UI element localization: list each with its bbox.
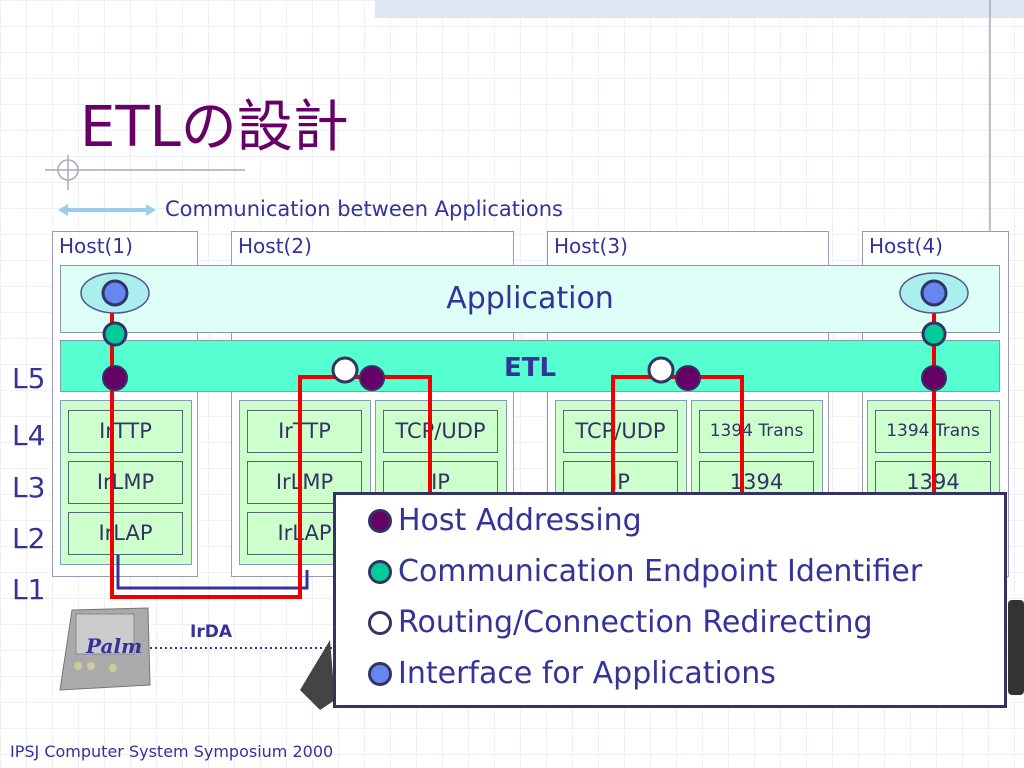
etl-layer: ETL bbox=[60, 340, 1000, 392]
level-l5: L5 bbox=[12, 362, 46, 395]
header-band bbox=[375, 0, 1024, 18]
app-interface-icon bbox=[368, 661, 392, 686]
legend-item: Routing/Connection Redirecting bbox=[368, 605, 873, 640]
host-label: Host(2) bbox=[238, 234, 312, 258]
endpoint-id-icon bbox=[368, 559, 392, 584]
double-arrow-icon bbox=[58, 204, 156, 216]
routing-icon bbox=[647, 356, 675, 384]
comm-label: Communication between Applications bbox=[165, 197, 563, 221]
route-path bbox=[611, 375, 744, 500]
protocol-box: TCP/UDP bbox=[383, 410, 498, 453]
level-l4: L4 bbox=[12, 419, 46, 452]
page-title: ETLの設計 bbox=[80, 95, 349, 160]
protocol-box: IrLMP bbox=[68, 461, 183, 504]
host-address-icon bbox=[921, 365, 947, 391]
irda-label: IrDA bbox=[190, 622, 232, 642]
host-address-icon bbox=[368, 508, 392, 533]
irda-link bbox=[116, 555, 309, 590]
host-label: Host(3) bbox=[554, 234, 628, 258]
routing-icon bbox=[368, 610, 392, 635]
footer: IPSJ Computer System Symposium 2000 bbox=[10, 742, 334, 761]
endpoint-id-icon bbox=[102, 321, 128, 347]
host-address-icon bbox=[675, 365, 701, 391]
legend-box: Host Addressing Communication Endpoint I… bbox=[333, 492, 1007, 708]
routing-icon bbox=[331, 356, 359, 384]
protocol-box: IrTTP bbox=[247, 410, 362, 453]
host-label: Host(4) bbox=[869, 234, 943, 258]
host-address-icon bbox=[359, 365, 385, 391]
legend-item: Interface for Applications bbox=[368, 656, 776, 691]
host-address-icon bbox=[102, 365, 128, 391]
application-layer: Application bbox=[60, 265, 1000, 333]
palm-device-icon bbox=[59, 607, 151, 691]
endpoint-id-icon bbox=[921, 321, 947, 347]
protocol-box: IrTTP bbox=[68, 410, 183, 453]
protocol-box: TCP/UDP bbox=[563, 410, 678, 453]
laptop-icon bbox=[300, 600, 1024, 710]
legend-item: Host Addressing bbox=[368, 503, 642, 538]
route-path bbox=[110, 300, 432, 599]
protocol-box: IrLAP bbox=[68, 512, 183, 555]
protocol-box: IrLMP bbox=[247, 461, 362, 504]
host-label: Host(1) bbox=[59, 234, 133, 258]
level-l2: L2 bbox=[12, 522, 46, 555]
stack-host1: IrTTP IrLMP IrLAP bbox=[60, 400, 192, 565]
level-l3: L3 bbox=[12, 471, 46, 504]
protocol-box: 1394 Trans bbox=[699, 410, 814, 453]
palm-label: Palm bbox=[86, 634, 143, 658]
legend-item: Communication Endpoint Identifier bbox=[368, 554, 922, 589]
level-l1: L1 bbox=[12, 573, 46, 606]
